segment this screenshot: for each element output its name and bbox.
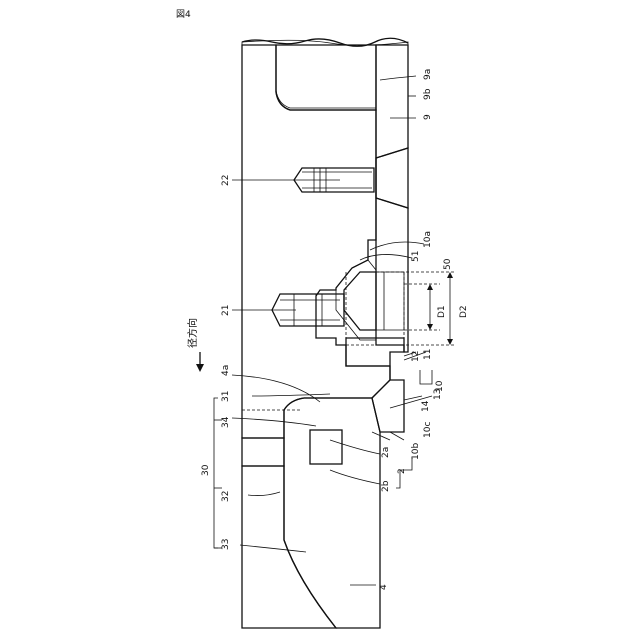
rubber-seal-4: [284, 398, 380, 628]
label-9a: 9a: [423, 69, 433, 80]
label-4a: 4a: [221, 365, 231, 376]
figure-title: 図4: [176, 9, 191, 20]
label-4: 4: [379, 584, 389, 590]
label-33: 33: [221, 539, 231, 550]
label-32: 32: [221, 491, 231, 502]
label-9b: 9b: [423, 88, 433, 100]
bolt-22: [294, 148, 408, 208]
label-D1: D1: [437, 305, 447, 318]
part-10-block: [346, 338, 404, 432]
label-12: 12: [411, 351, 421, 362]
label-51: 51: [411, 251, 421, 262]
label-34: 34: [221, 416, 231, 428]
label-2: 2: [397, 468, 407, 474]
cavity-9a: [276, 45, 376, 110]
label-22: 22: [221, 175, 231, 186]
label-13: 13: [433, 389, 443, 400]
label-21: 21: [221, 305, 231, 316]
direction-label: 径方向: [186, 318, 199, 348]
label-2a: 2a: [381, 447, 391, 458]
label-2b: 2b: [381, 480, 391, 492]
label-10b: 10b: [411, 443, 421, 460]
label-50: 50: [443, 258, 453, 270]
label-30: 30: [201, 464, 211, 476]
leader-lines: [232, 76, 432, 585]
label-11: 11: [423, 349, 433, 360]
brackets: [214, 370, 432, 548]
radial-direction-arrow: [196, 352, 204, 372]
label-31: 31: [221, 391, 231, 402]
label-14: 14: [421, 400, 431, 412]
label-10c: 10c: [423, 422, 433, 438]
bolt-21: [272, 260, 404, 340]
label-D2: D2: [459, 305, 469, 318]
label-9: 9: [423, 114, 433, 120]
part-9-plate: [376, 45, 408, 352]
main-housing: [242, 40, 408, 628]
reference-labels: 9a 9b 9 22 51 10a 50 21 D1 D2 12 11 10 4…: [201, 69, 469, 590]
label-10a: 10a: [423, 231, 433, 248]
